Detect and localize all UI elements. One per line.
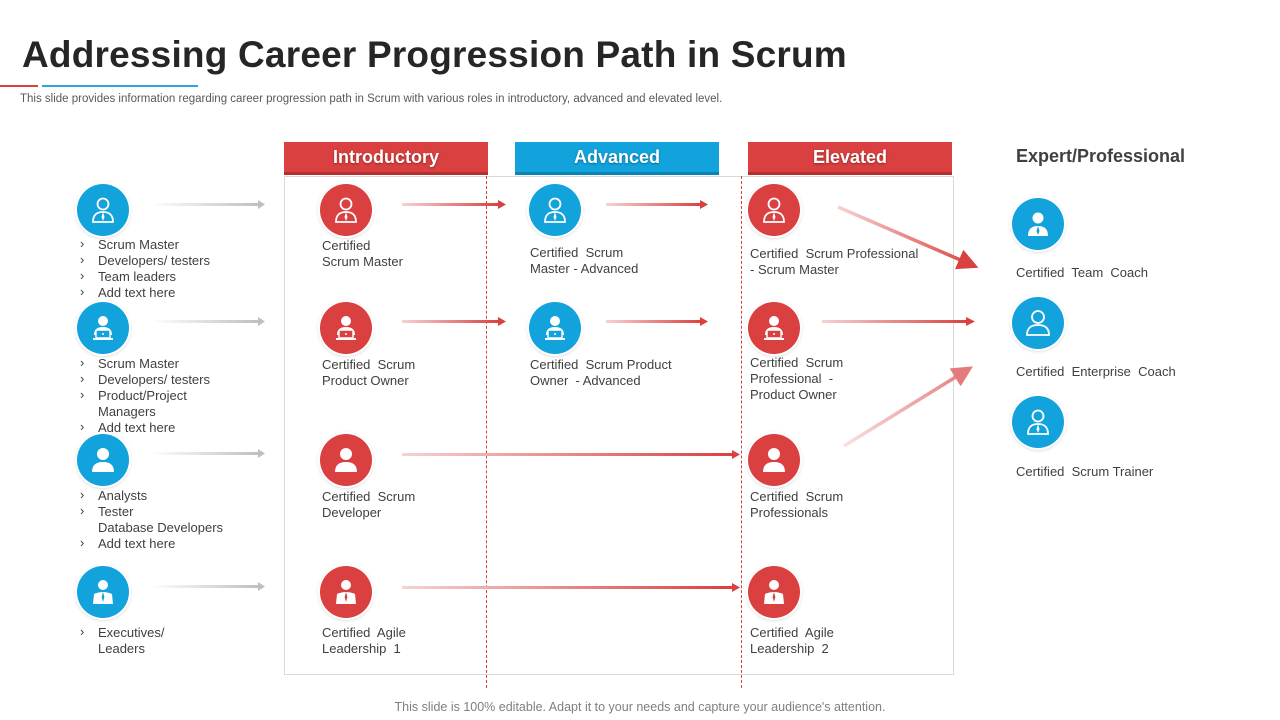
expert-label-2: Certified Enterprise Coach	[1016, 364, 1176, 379]
arrow-role-1-head	[258, 200, 265, 209]
intro-label-3: Certified Scrum Developer	[322, 489, 416, 520]
person-icon	[748, 434, 800, 486]
intro-label-2: Certified Scrum Product Owner	[322, 357, 416, 388]
person-tie-icon	[320, 184, 372, 236]
arrow-role-1	[150, 203, 260, 206]
intro-label-4: Certified Agile Leadership 1	[322, 625, 406, 656]
list-item: Tester	[78, 503, 223, 520]
divider-introductory-advanced	[486, 176, 487, 688]
arrow-role-2-head	[258, 317, 265, 326]
list-item: Team leaders	[78, 268, 210, 285]
elevated-node-3	[748, 434, 800, 486]
list-item: Managers	[98, 404, 156, 419]
executive-icon	[77, 566, 129, 618]
person-icon	[77, 434, 129, 486]
arrow-role-3	[150, 452, 260, 455]
advanced-node-2	[529, 302, 581, 354]
person-tie-icon	[77, 184, 129, 236]
role-node-2	[77, 302, 129, 354]
page-subtitle: This slide provides information regardin…	[20, 93, 723, 105]
person-tie-icon	[748, 184, 800, 236]
stage-header-advanced: Advanced	[515, 142, 719, 175]
role-list-3: Analysts Tester Database Developers Add …	[78, 487, 224, 552]
arrow-role-4-head	[258, 582, 265, 591]
person-laptop-icon	[77, 302, 129, 354]
person-laptop-icon	[320, 302, 372, 354]
role-list-4: Executives/ Leaders	[78, 624, 164, 657]
expert-node-3	[1012, 396, 1064, 448]
person-tie-icon	[1012, 396, 1064, 448]
list-item: Analysts	[78, 487, 223, 504]
elevated-node-4	[748, 566, 800, 618]
person-tie-icon	[1012, 198, 1064, 250]
executive-icon	[320, 566, 372, 618]
role-node-1	[77, 184, 129, 236]
elevated-node-2	[748, 302, 800, 354]
list-item: Add text here	[78, 284, 210, 301]
list-item: Developers/ testers	[78, 252, 210, 269]
person-laptop-icon	[748, 302, 800, 354]
intro-node-1	[320, 184, 372, 236]
person-icon	[320, 434, 372, 486]
list-item: Leaders	[98, 641, 145, 656]
expert-label-1: Certified Team Coach	[1016, 265, 1148, 280]
footer-note: This slide is 100% editable. Adapt it to…	[394, 700, 886, 714]
list-item: Scrum Master	[78, 355, 210, 372]
intro-label-1: Certified Scrum Master	[322, 238, 403, 269]
title-underline-blue	[42, 85, 198, 87]
arrow-role-2	[150, 320, 260, 323]
person-tie-icon	[529, 184, 581, 236]
list-item: Executives/	[78, 624, 164, 641]
advanced-node-1	[529, 184, 581, 236]
role-node-4	[77, 566, 129, 618]
list-item: Database Developers	[98, 520, 224, 535]
elevated-label-1: Certified Scrum Professional - Scrum Mas…	[750, 246, 919, 277]
list-item: Developers/ testers	[78, 371, 210, 388]
role-list-1: Scrum Master Developers/ testers Team le…	[78, 236, 210, 301]
elevated-label-4: Certified Agile Leadership 2	[750, 625, 834, 656]
stage-header-elevated: Elevated	[748, 142, 952, 175]
role-node-3	[77, 434, 129, 486]
elevated-node-1	[748, 184, 800, 236]
expert-label-3: Certified Scrum Trainer	[1016, 464, 1154, 479]
title-underline-red	[0, 85, 38, 87]
person-icon	[1012, 297, 1064, 349]
stage-header-introductory: Introductory	[284, 142, 488, 175]
page-title: Addressing Career Progression Path in Sc…	[22, 34, 847, 75]
list-item: Scrum Master	[78, 236, 210, 253]
divider-advanced-elevated	[741, 176, 742, 688]
stage-header-expert: Expert/Professional	[1016, 146, 1186, 166]
expert-node-1	[1012, 198, 1064, 250]
intro-node-4	[320, 566, 372, 618]
expert-node-2	[1012, 297, 1064, 349]
advanced-label-1: Certified Scrum Master - Advanced	[530, 245, 639, 276]
person-laptop-icon	[529, 302, 581, 354]
list-item: Add text here	[78, 419, 210, 436]
elevated-label-3: Certified Scrum Professionals	[750, 489, 844, 520]
arrow-role-3-head	[258, 449, 265, 458]
executive-icon	[748, 566, 800, 618]
advanced-label-2: Certified Scrum Product Owner - Advanced	[530, 357, 672, 388]
list-item: Product/Project	[78, 387, 210, 404]
arrow-role-4	[150, 585, 260, 588]
list-item: Add text here	[78, 535, 223, 552]
elevated-label-2: Certified Scrum Professional - Product O…	[750, 355, 844, 402]
intro-node-3	[320, 434, 372, 486]
intro-node-2	[320, 302, 372, 354]
role-list-2: Scrum Master Developers/ testers Product…	[78, 355, 210, 436]
